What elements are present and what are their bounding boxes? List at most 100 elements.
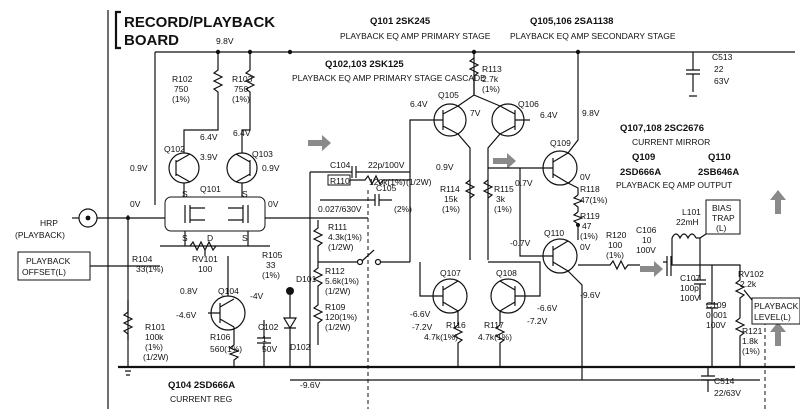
c102-ref: C102 bbox=[258, 322, 279, 332]
board-title: RECORD/PLAYBACK BOARD bbox=[107, 10, 275, 409]
r101-power: (1/2W) bbox=[143, 352, 169, 362]
c109-ref: C109 bbox=[706, 300, 727, 310]
voltage-minus-9-6v-right: -9.6V bbox=[580, 290, 601, 300]
c104-value: 22p/100V bbox=[368, 160, 405, 170]
r106-resistor: R106 560(1%) bbox=[210, 332, 242, 367]
r116-ref: R116 bbox=[446, 320, 466, 330]
hrp-input-label: HRP bbox=[40, 218, 58, 228]
r120-value: 100 bbox=[608, 240, 622, 250]
voltage-6-4v-q106: 6.4V bbox=[540, 110, 558, 120]
q101-pin-d: D bbox=[207, 233, 213, 243]
voltage-minus-7-2v-q108: -7.2V bbox=[527, 316, 548, 326]
c109-rating: 100V bbox=[706, 320, 726, 330]
playback-offset-box: PLAYBACK OFFSET(L) bbox=[17, 251, 160, 281]
r109-resistor: R109 120(1%) (1/2W) bbox=[312, 300, 357, 345]
voltage-0v-q110: 0V bbox=[580, 242, 591, 252]
rv102-pot: RV102 2.2k bbox=[700, 264, 764, 318]
r102-tolerance: (1%) bbox=[172, 94, 190, 104]
q102-stage-label: Q102,103 2SK125 bbox=[325, 59, 404, 70]
c513-ref: C513 bbox=[712, 52, 733, 62]
c102-value: 1 bbox=[262, 334, 267, 344]
r101-ref: R101 bbox=[145, 322, 166, 332]
r106-value: 560(1%) bbox=[210, 344, 242, 354]
q106-transistor: Q106 6.4V bbox=[491, 99, 558, 137]
bias-trap-label-1: BIAS bbox=[712, 203, 732, 213]
r105-ref: R105 bbox=[262, 250, 283, 260]
q106-label: Q106 bbox=[518, 99, 539, 109]
r102-ref: R102 bbox=[172, 74, 193, 84]
voltage-minus-9-6v-bottom: -9.6V bbox=[300, 380, 321, 390]
arrow-right-3 bbox=[640, 261, 663, 277]
r109-value: 120(1%) bbox=[325, 312, 357, 322]
r114-ref: R114 bbox=[440, 184, 460, 194]
r118-resistor: R118 47(1%) bbox=[572, 184, 608, 212]
r104-ref: R104 bbox=[132, 254, 153, 264]
r121-value: 1.8k bbox=[742, 336, 759, 346]
r119-value: 47 bbox=[582, 221, 592, 231]
d101-diode: D101 D102 bbox=[282, 274, 317, 367]
r113-tolerance: (1%) bbox=[482, 84, 500, 94]
arrow-right-2 bbox=[493, 153, 516, 169]
q101-pin-s-1: S bbox=[182, 189, 188, 199]
q102-stage-desc: PLAYBACK EQ AMP PRIMARY STAGE CASCADE bbox=[292, 73, 486, 83]
c102-rating: 50V bbox=[262, 344, 277, 354]
arrow-right-1 bbox=[308, 135, 331, 151]
r113-ref: R113 bbox=[482, 64, 502, 74]
q102-label: Q102 bbox=[164, 144, 185, 154]
hrp-input-sublabel: (PLAYBACK) bbox=[15, 230, 65, 240]
q110-stage-label: Q110 bbox=[708, 152, 731, 163]
r111-ref: R111 bbox=[328, 222, 347, 232]
rv101-ref: RV101 bbox=[192, 254, 218, 264]
q109-part-label: 2SD666A bbox=[620, 167, 661, 178]
r119-tolerance: (1%) bbox=[580, 231, 598, 241]
offset-label-1: PLAYBACK bbox=[26, 256, 71, 266]
hrp-input: HRP (PLAYBACK) 0V bbox=[15, 199, 175, 340]
r114-value: 15k bbox=[444, 194, 458, 204]
q104-stage-desc: CURRENT REG bbox=[170, 394, 232, 404]
r117-value: 4.7k(1%) bbox=[478, 332, 512, 342]
c106-ref: C106 bbox=[636, 225, 657, 235]
voltage-minus-6-6v-q108: -6.6V bbox=[537, 303, 558, 313]
r116-value: 4.7k(1%) bbox=[424, 332, 458, 342]
c514-value: 22/63V bbox=[714, 388, 741, 398]
r101-value: 100k bbox=[145, 332, 164, 342]
voltage-0v-input: 0V bbox=[130, 199, 141, 209]
l101-value: 22mH bbox=[676, 217, 699, 227]
r121-tolerance: (1%) bbox=[742, 346, 760, 356]
c107-rating: 100V bbox=[680, 293, 700, 303]
offset-label-2: OFFSET(L) bbox=[22, 267, 66, 277]
c107-capacitor: C107 100p 100V bbox=[680, 265, 706, 303]
r116-resistor: R116 4.7k(1%) bbox=[424, 320, 466, 367]
voltage-minus-7-2v-q107: -7.2V bbox=[412, 322, 433, 332]
c513-rating: 63V bbox=[714, 76, 729, 86]
r109-power: (1/2W) bbox=[325, 322, 351, 332]
c106-value: 10 bbox=[642, 235, 652, 245]
q107-transistor: Q107 -6.6V -7.2V bbox=[410, 268, 468, 332]
q110-transistor: Q110 -0.7V 0V bbox=[510, 228, 591, 274]
voltage-3-9v: 3.9V bbox=[200, 152, 218, 162]
r103-tolerance: (1%) bbox=[232, 94, 250, 104]
q101-pin-s-2: S bbox=[242, 189, 248, 199]
q108-transistor: Q108 -6.6V -7.2V bbox=[490, 268, 558, 326]
l101-inductor: L101 22mH bbox=[671, 207, 701, 265]
r105-value: 33 bbox=[266, 260, 276, 270]
c514-capacitor: C514 22/63V bbox=[701, 367, 741, 398]
voltage-0v-mid: 0V bbox=[268, 199, 279, 209]
r118-ref: R118 bbox=[580, 184, 600, 194]
q109-stage-label: Q109 bbox=[632, 152, 655, 163]
l101-ref: L101 bbox=[682, 207, 701, 217]
r109-ref: R109 bbox=[325, 302, 346, 312]
q101-stage-label: Q101 2SK245 bbox=[370, 16, 431, 27]
q110-part-label: 2SB646A bbox=[698, 167, 739, 178]
c104-capacitor: C104 22p/100V bbox=[310, 160, 410, 178]
c107-value: 100p bbox=[680, 283, 699, 293]
level-label-1: PLAYBACK bbox=[754, 301, 799, 311]
r111-resistor: R111 4.3k(1%) (1/2W) bbox=[312, 220, 362, 260]
q105-stage-desc: PLAYBACK EQ AMP SECONDARY STAGE bbox=[510, 31, 676, 41]
rv102-value: 2.2k bbox=[740, 279, 757, 289]
rv102-ref: RV102 bbox=[738, 269, 764, 279]
title-line-2: BOARD bbox=[124, 32, 179, 49]
r102-resistor: R102 750 (1%) bbox=[172, 52, 224, 104]
q101-pin-s-4: S bbox=[242, 233, 248, 243]
